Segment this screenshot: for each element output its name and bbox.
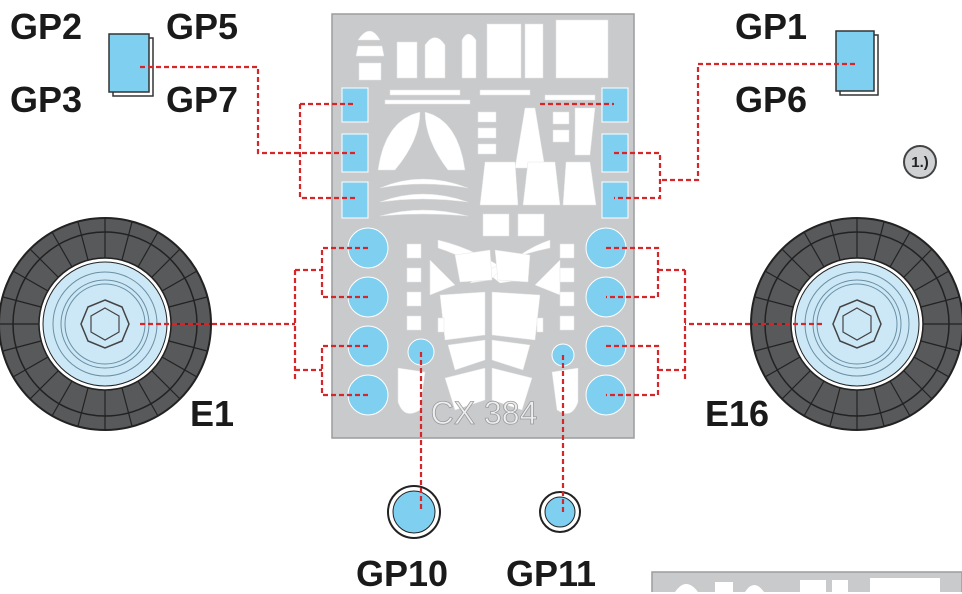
- next-sheet-preview: [651, 571, 962, 592]
- mask-sheet: CX 384: [331, 13, 635, 439]
- wheel-e16: [750, 217, 962, 431]
- gp10-mask: [387, 485, 441, 539]
- label-e16: E16: [705, 393, 770, 434]
- sheet-code: CX 384: [431, 395, 538, 431]
- leader-lines: [140, 62, 855, 512]
- label-e1: E1: [190, 393, 235, 434]
- label-gp5: GP5: [166, 6, 239, 47]
- label-gp10: GP10: [356, 553, 449, 594]
- label-gp6: GP6: [735, 79, 808, 120]
- step-badge: 1.): [903, 145, 937, 179]
- gp11-mask: [539, 491, 581, 533]
- label-gp7: GP7: [166, 79, 239, 120]
- gp2-gp3-mask: [108, 33, 154, 97]
- wheel-e1: [0, 217, 212, 431]
- label-gp2: GP2: [10, 6, 83, 47]
- label-gp11: GP11: [506, 553, 597, 594]
- label-gp1: GP1: [735, 6, 808, 47]
- label-gp3: GP3: [10, 79, 83, 120]
- canopy-masks: [355, 19, 609, 414]
- gp1-gp6-mask: [835, 30, 879, 96]
